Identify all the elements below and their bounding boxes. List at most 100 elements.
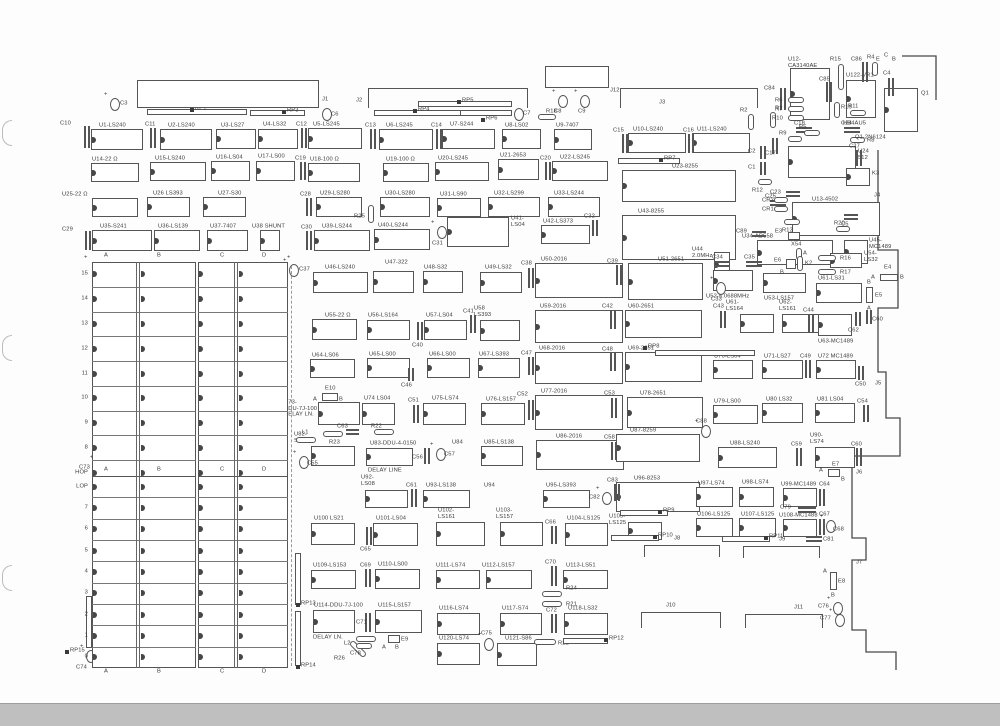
capacitor-C5: [844, 214, 858, 220]
capacitor-label-C7: C7: [523, 109, 531, 116]
ic-label-U110-LS00: U110-LS00: [378, 560, 408, 567]
ic-U99-MC1489: [783, 488, 817, 507]
dip-grid-upper-row-line: [92, 361, 196, 363]
capacitor-C64: [819, 489, 825, 506]
ic-label-Q1: Q1: [921, 89, 929, 96]
socket-pin1-dot: [239, 590, 243, 597]
part-R21: [542, 601, 562, 607]
capacitor-label-C81: C81: [823, 535, 834, 542]
capacitor-C71: [365, 613, 371, 632]
ic-U46-LS240: [313, 272, 368, 293]
socket-pin1-dot: [141, 420, 145, 427]
socket-pin1-dot: [199, 590, 203, 597]
rpack-pin1-mark: [653, 535, 657, 539]
dip-grid-lower-col-header-C: C: [220, 465, 225, 472]
socket-pin1-dot: [199, 271, 203, 278]
connector-label-J4: J4: [874, 191, 881, 198]
ic-label-U118-LS32: U118-LS32: [568, 604, 598, 611]
dip-grid-upper-row-line: [92, 435, 196, 437]
capacitor-C70: [551, 566, 557, 586]
dip-grid-lower-col-footer-A: A: [104, 667, 108, 674]
part-label-R21: R21: [566, 600, 577, 607]
socket-pin1-dot: [199, 569, 203, 575]
socket-pin1-dot: [93, 633, 97, 639]
part-label-R17: R17: [840, 268, 851, 275]
dip-grid-upper-column-divider: [136, 262, 140, 485]
ic-label-U16-LS04: U16-LS04: [216, 153, 243, 160]
ic-U96-8253: [616, 482, 700, 512]
socket-pin1-dot: [239, 320, 243, 327]
capacitor-C30: [306, 231, 312, 250]
capacitor-label-C61: C61: [406, 481, 417, 488]
capacitor-label-C46: C46: [401, 381, 412, 388]
capacitor-label-C24: C24: [841, 119, 852, 126]
ic-U76-LS157: [481, 403, 525, 425]
socket-pin1-dot: [239, 345, 243, 352]
capacitor-C52: [528, 400, 534, 420]
socket-pin1-dot: [141, 654, 145, 661]
ic-label-U105--LS125: U105- LS125: [609, 512, 627, 525]
socket-pin1-dot: [239, 271, 243, 278]
capacitor-label-C13: C13: [365, 121, 376, 128]
ic-U11-LS240: [692, 133, 750, 153]
socket-pin1-dot: [199, 320, 203, 327]
dip-grid-upper-row-label-10: 10: [81, 393, 88, 401]
dip-grid-lower-column-divider: [136, 476, 140, 668]
dip-grid-lower-row-label-4: 4: [84, 567, 88, 574]
ic-U5-LS245: [308, 128, 362, 149]
capacitor-C47: [528, 357, 534, 375]
capacitor-label-C84: C84: [764, 84, 775, 91]
ic-pin1-dot: [148, 204, 152, 210]
capacitor-label-C12: C12: [296, 120, 307, 127]
ic-U8-LS02: [502, 129, 541, 149]
capacitor-C24: [844, 127, 860, 133]
dip-grid-lower-col-header-B: B: [157, 465, 161, 472]
ic-pin1-dot: [693, 140, 697, 146]
dip-grid-lower-row-line: [92, 540, 196, 541]
connector-label-J9: J9: [779, 535, 786, 542]
ic-pin1-dot: [93, 204, 97, 211]
capacitor-label-C56: C56: [412, 453, 423, 460]
ic-U7-S244: [442, 129, 495, 149]
ic-pin1-dot: [312, 531, 316, 537]
capacitor-label-C54: C54: [857, 397, 868, 404]
capacitor-C28: [306, 198, 312, 216]
capacitor-label-C2: C2: [748, 147, 756, 154]
socket-pin1-dot: [199, 633, 203, 639]
capacitor-plus-C77: +: [829, 606, 833, 613]
capacitor-label-C70: C70: [545, 558, 556, 565]
rpack-RP7: [618, 158, 680, 164]
capacitor-C7: [514, 108, 524, 121]
capacitor-label-C62: C62: [848, 326, 859, 333]
dip-grid-lower-row-line: [198, 518, 288, 520]
ic-label-U7-S244: U7-S244: [450, 120, 474, 127]
capacitor-label-C27: C27: [849, 142, 860, 149]
capacitor-C79: [798, 507, 816, 513]
ic-pin1-dot: [623, 183, 627, 189]
capacitor-C29: [85, 231, 91, 250]
ic-U25-22-Ω: [92, 198, 138, 217]
ic-pin1-dot: [784, 525, 788, 531]
ic-label-U48-S32: U48-S32: [424, 263, 448, 270]
dip-grid-lower-col-header-D: D: [262, 465, 267, 472]
ic-pin1-dot: [424, 411, 428, 417]
rpack-pin1-mark: [296, 665, 300, 669]
capacitor-C39: [616, 265, 622, 285]
ic-pin1-dot: [481, 279, 485, 286]
ic-U85-LS138: [481, 446, 523, 466]
dip-grid-upper-row-label-15: 15: [81, 269, 88, 277]
capacitor-label-C3: C3: [120, 99, 128, 106]
capacitor-C67: [819, 519, 825, 535]
board-edge-path: [851, 55, 937, 670]
ic-pin1-dot: [542, 231, 546, 238]
ic-U66-LS00: [427, 358, 470, 378]
capacitor-C40: [417, 322, 423, 340]
capacitor-C19: [300, 162, 306, 180]
rpack-label-RP11: RP11: [769, 532, 784, 539]
dip-grid-upper-row-line: [198, 286, 288, 288]
dip-grid-upper-row-line: [198, 410, 288, 412]
ic-pin1-dot: [257, 168, 261, 174]
rpack-pin1-mark: [65, 650, 69, 654]
ic-label-U45--MC1489: U45- MC1489: [869, 236, 892, 249]
ic-label-U30-LS280: U30-LS280: [385, 189, 416, 196]
